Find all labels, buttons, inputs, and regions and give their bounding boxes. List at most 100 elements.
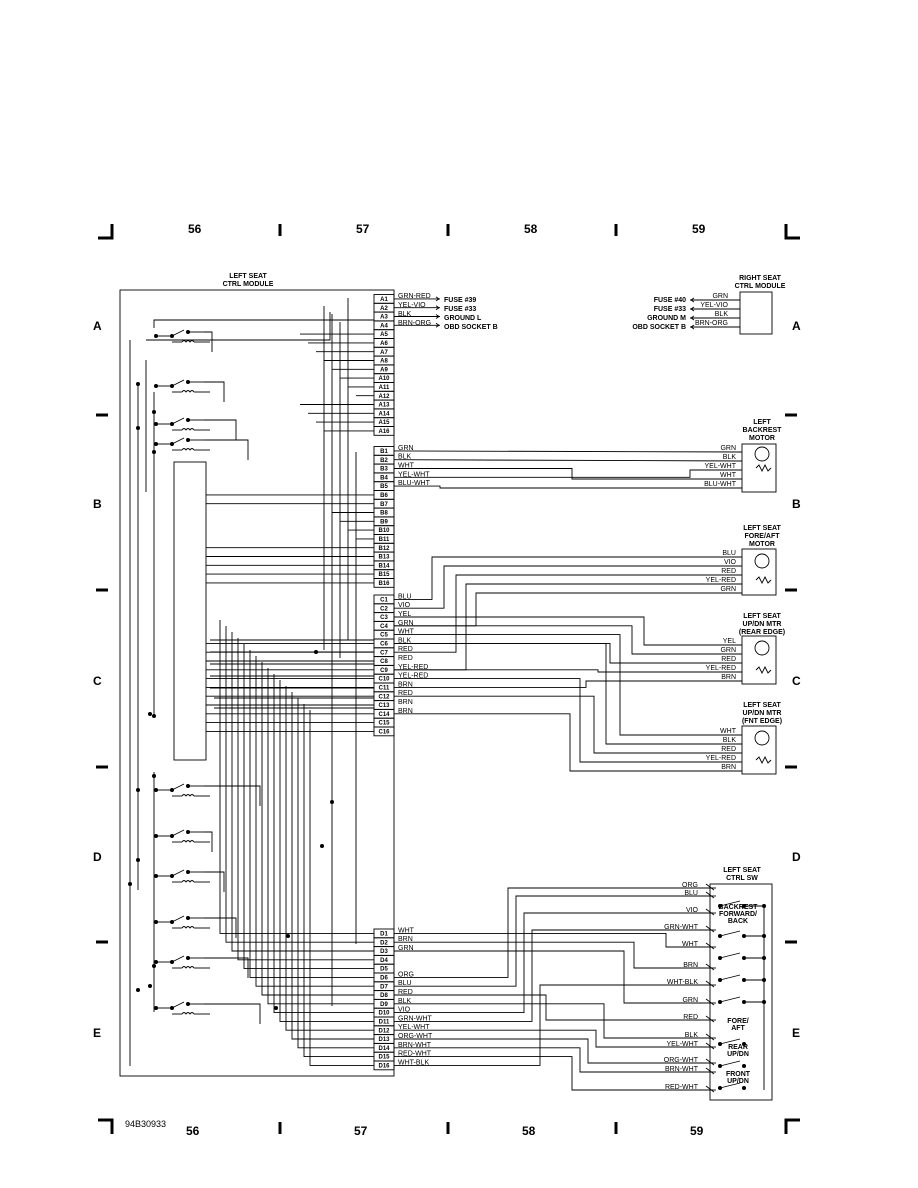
wire <box>394 469 742 478</box>
wire-color: BLU-WHT <box>704 481 737 488</box>
switch-group-label: AFT <box>731 1025 745 1032</box>
relay-output <box>204 419 237 440</box>
internal-wire <box>291 692 374 1040</box>
motor-title: UP/DN MTR <box>743 710 782 717</box>
wire <box>394 994 710 1021</box>
wire-color: YEL-RED <box>706 755 736 762</box>
wire-color: GRN-WHT <box>664 924 699 931</box>
switch-group-label: BACKREST <box>719 904 759 911</box>
motor-title: (FNT EDGE) <box>742 718 782 725</box>
row-label: D <box>93 850 102 864</box>
wire <box>394 941 710 969</box>
wire-color: RED <box>398 646 413 653</box>
col-label: 57 <box>354 1124 368 1138</box>
switch-blade <box>719 930 741 937</box>
pin-label: B9 <box>380 519 388 525</box>
pin-label: B7 <box>380 502 388 508</box>
motor-symbol <box>754 446 770 462</box>
relay-output <box>204 381 225 402</box>
wire-color: BLU <box>722 550 736 557</box>
pin-label: A12 <box>378 394 390 400</box>
wire <box>394 695 742 754</box>
motor-symbol <box>754 640 770 656</box>
pin-label: B15 <box>378 572 390 578</box>
pin-label: A11 <box>379 385 390 391</box>
wire-color: RED <box>721 746 736 753</box>
junction-dot <box>148 984 152 988</box>
row-label: B <box>93 497 102 511</box>
pin-label: B6 <box>380 493 388 499</box>
wire <box>394 616 742 646</box>
wire-color: YEL-WHT <box>398 1024 430 1031</box>
junction-dot <box>152 964 156 968</box>
wire-color: BRN <box>683 962 698 969</box>
switch-blade <box>719 974 741 981</box>
switch-terminal <box>705 1085 715 1093</box>
internal-wire <box>255 656 374 987</box>
pin-label: B1 <box>380 449 388 455</box>
wire-source: OBD SOCKET B <box>632 324 686 331</box>
pin-label: A14 <box>378 411 390 417</box>
relay-blade <box>171 829 185 837</box>
connector-arrow <box>435 314 440 319</box>
connector-arrow <box>690 324 695 330</box>
wire-source: FUSE #40 <box>654 297 686 304</box>
switch-blade <box>719 952 741 959</box>
relay-blade <box>171 379 185 387</box>
row-label: D <box>792 850 801 864</box>
wire-color: BLU <box>398 980 412 987</box>
junction-dot <box>286 934 290 938</box>
internal-wire <box>231 632 374 952</box>
pin-label: C10 <box>378 677 390 683</box>
row-label: E <box>93 1026 101 1040</box>
junction-dot <box>314 650 318 654</box>
switch-title: LEFT SEAT <box>723 867 761 874</box>
relay-output <box>204 957 249 978</box>
wire <box>394 1038 710 1064</box>
relay-coil <box>181 966 195 969</box>
wire-color: GRN-RED <box>398 293 431 300</box>
wire <box>394 574 742 653</box>
relay-coil <box>181 390 195 393</box>
pin-label: C2 <box>380 606 388 612</box>
motor-outline <box>741 725 777 775</box>
relay-blade <box>171 955 185 963</box>
left-seat-fore-aft-motor: LEFT SEAT FORE/AFT MOTOR BLU VIO RED YEL… <box>706 525 782 596</box>
relay-coil <box>181 448 195 451</box>
internal-wire <box>279 680 374 1022</box>
switch-group-label: REAR <box>728 1044 748 1051</box>
wire-color: YEL-VIO <box>700 302 728 309</box>
motor-outline <box>741 443 777 493</box>
wire-color: BRN-WHT <box>398 1042 432 1049</box>
connector-arrow <box>690 315 695 321</box>
pin-label: A5 <box>380 332 388 338</box>
junction-dot <box>136 988 140 992</box>
junction-dot <box>136 788 140 792</box>
wire <box>394 642 742 745</box>
junction-dot <box>128 882 132 886</box>
internal-wire <box>267 668 374 1005</box>
internal-wire <box>297 698 374 1049</box>
switch-title: CTRL SW <box>726 875 758 882</box>
motor-outline <box>741 548 777 596</box>
switch-blade <box>719 900 741 907</box>
motor-symbol <box>754 730 770 746</box>
wire-color: RED-WHT <box>398 1051 432 1058</box>
wire-color: WHT <box>720 472 737 479</box>
wire <box>394 984 710 1066</box>
internal-wire <box>273 674 374 1014</box>
pin-label: C1 <box>380 598 388 604</box>
relay-output <box>204 331 213 352</box>
wire-color: ORG-WHT <box>398 1033 433 1040</box>
pin-label: C16 <box>378 730 390 736</box>
row-label: C <box>93 674 102 688</box>
pin-label: A10 <box>378 376 390 382</box>
pin-label: A4 <box>380 323 388 329</box>
internal-wire <box>285 686 374 1031</box>
pin-label: D1 <box>380 932 388 938</box>
switch-contact <box>742 1042 746 1046</box>
wire-color: WHT <box>398 463 415 470</box>
relay-coil <box>181 840 195 843</box>
pin-label: D2 <box>380 940 388 946</box>
switch-terminal <box>705 963 715 971</box>
